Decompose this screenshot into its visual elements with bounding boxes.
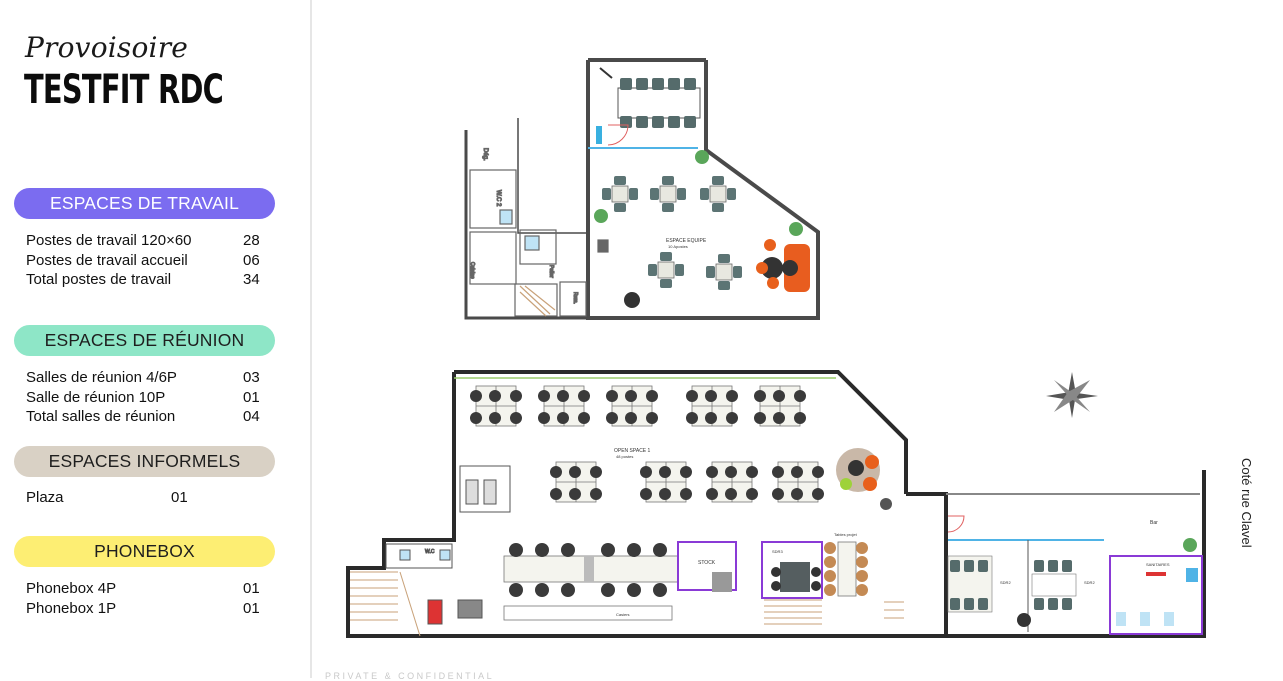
legend-row: Salle de réunion 10P 01 [26,388,286,408]
row-value: 34 [243,271,260,288]
svg-text:SANITAIRES: SANITAIRES [1146,562,1170,567]
plaza-lounge [836,448,892,510]
plant-icon [594,150,803,308]
row-value: 04 [243,408,260,425]
lower-meeting-rooms: STOCK SDR3 Tables projet [677,532,904,625]
row-label: Postes de travail 120×60 [26,232,192,249]
legend-row: Plaza 01 [26,488,286,508]
svg-text:48 postes: 48 postes [616,454,633,459]
svg-text:Bar: Bar [1150,520,1158,526]
upper-meeting-room [596,67,701,146]
legend-row: Total postes de travail 34 [26,270,286,290]
row-label: Plaza [26,489,64,506]
row-value: 28 [243,232,260,249]
legend-row: Postes de travail 120×60 28 [26,231,286,251]
row-label: Phonebox 1P [26,599,117,617]
legend-row: Total salles de réunion 04 [26,407,286,427]
svg-text:SDR2: SDR2 [1000,580,1011,585]
rows-phonebox: Phonebox 4P 01 Phonebox 1P 01 [26,579,286,618]
page-title: TESTFIT RDC [24,67,224,113]
section-header-phonebox: PHONEBOX [14,536,275,567]
upper-building [464,58,820,320]
lower-left-rooms: W.C [350,465,511,637]
section-header-reunion: ESPACES DE RÉUNION [14,325,275,356]
section-header-travail: ESPACES DE TRAVAIL [14,188,275,219]
rows-informel: Plaza 01 [26,488,286,508]
svg-text:W.C 2: W.C 2 [495,190,501,207]
row-label: Salles de réunion 4/6P [26,369,177,386]
legend-row: Salles de réunion 4/6P 03 [26,368,286,388]
svg-text:Ram.: Ram. [572,292,578,304]
row-label: Postes de travail accueil [26,251,188,269]
row-label: Total postes de travail [26,271,172,288]
row-label: Salle de réunion 10P [26,388,166,406]
compass-rose-icon [1046,372,1098,418]
svg-text:Casiers: Casiers [616,612,630,617]
rows-reunion: Salles de réunion 4/6P 03 Salle de réunio… [26,368,286,427]
legend-row: Postes de travail accueil 06 [26,251,286,271]
row-value: 01 [171,489,188,506]
svg-text:Palier: Palier [548,265,554,278]
plant-icon [1017,538,1197,627]
sidebar-divider [310,0,312,678]
lower-building [346,370,1206,638]
row-value: 01 [243,599,260,617]
svg-text:Dég.: Dég. [482,148,488,161]
row-label: Phonebox 4P [26,580,117,597]
confidential-footer: PRIVATE & CONFIDENTIAL [325,671,495,681]
svg-text:W.C: W.C [425,549,435,555]
svg-text:SDR2: SDR2 [1084,580,1095,585]
row-value: 03 [243,369,260,386]
svg-text:Tables projet: Tables projet [834,532,858,537]
street-label: Coté rue Clavel [1239,458,1254,548]
svg-text:SDR3: SDR3 [772,549,783,554]
svg-text:STOCK: STOCK [698,560,716,566]
row-value: 06 [243,251,260,269]
row-label: Total salles de réunion [26,408,176,425]
rows-travail: Postes de travail 120×60 28 Postes de tra… [26,231,286,290]
staircase-icon [350,571,421,637]
row-value: 01 [243,580,260,597]
svg-text:10 Apostes: 10 Apostes [668,244,688,249]
bench-row: Casiers [503,543,679,621]
svg-text:OPEN SPACE 1: OPEN SPACE 1 [614,448,651,454]
floor-plan: Dég. W.C 2 Cuisine Palier Ram. ESP [346,58,1206,638]
svg-text:Cuisine: Cuisine [469,262,475,279]
espace-equipe-tables: ESPACE EQUIPE 10 Apostes [602,175,810,292]
legend-row: Phonebox 4P 01 [26,579,286,599]
svg-text:ESPACE EQUIPE: ESPACE EQUIPE [666,238,707,244]
section-header-informel: ESPACES INFORMELS [14,446,275,477]
page-subtitle: Provoisoire [25,31,189,64]
upper-left-rooms: Dég. W.C 2 Cuisine Palier Ram. [468,147,609,317]
workstation-clusters: OPEN SPACE 1 48 postes [470,385,825,503]
legend-sidebar: Provoisoire TESTFIT RDC ESPACES DE TRAVA… [0,0,310,678]
right-rooms: SDR2 SDR2 SANITAIRES Bar [947,515,1203,635]
legend-row: Phonebox 1P 01 [26,599,286,619]
row-value: 01 [243,388,260,406]
